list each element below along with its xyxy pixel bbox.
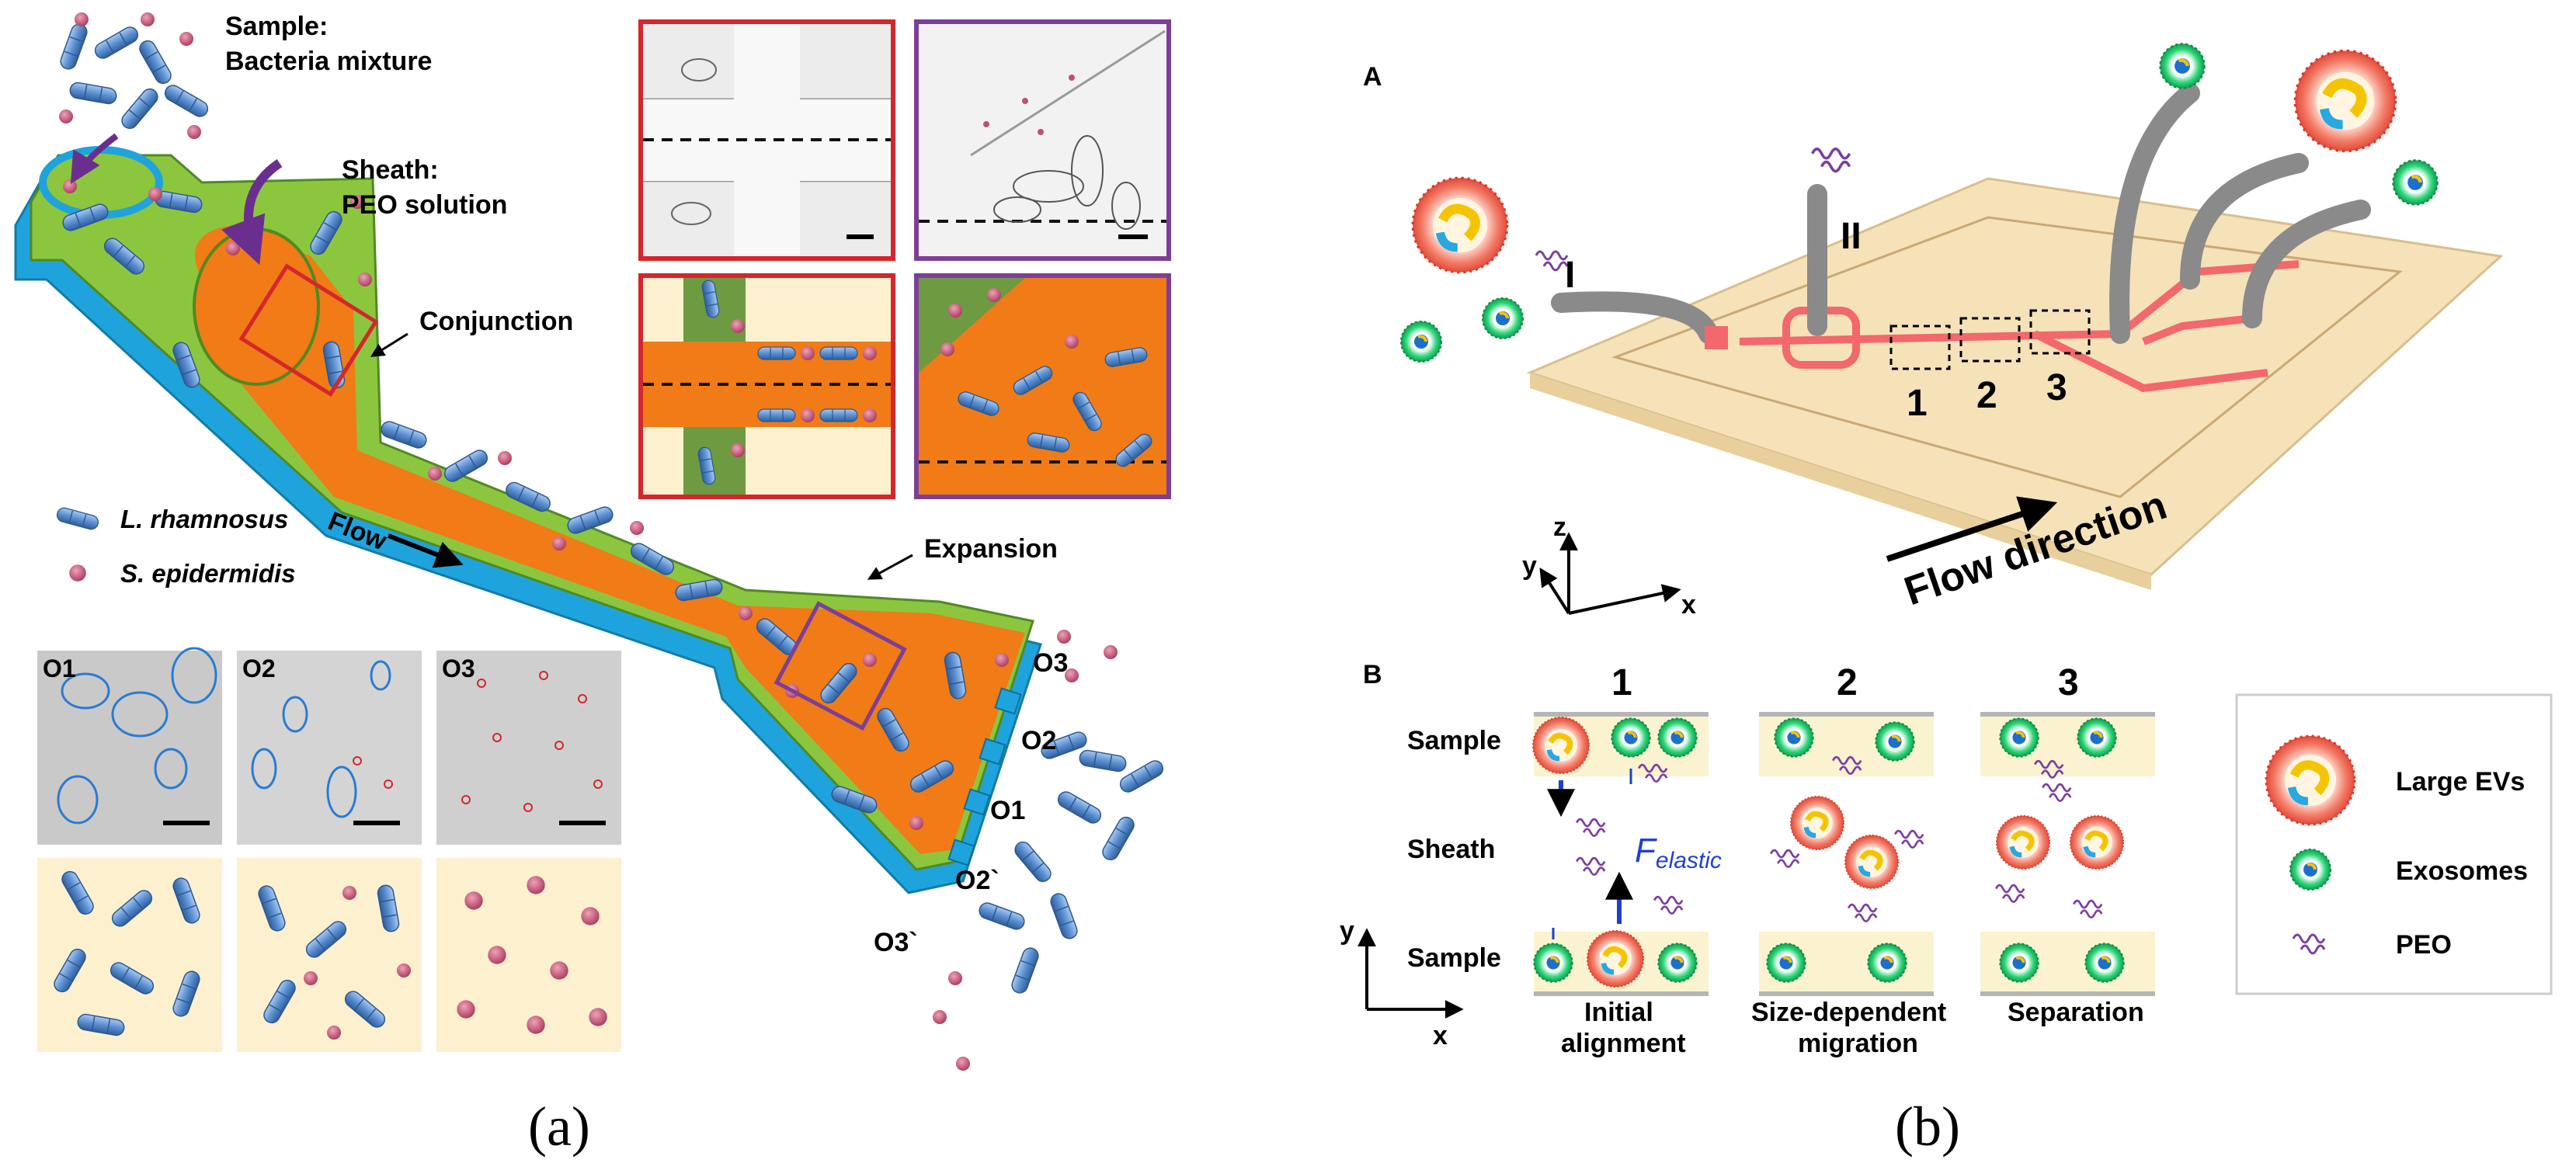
stage-3 <box>1980 712 2155 996</box>
exosome-icon <box>2289 848 2332 891</box>
schematic-o3 <box>436 858 621 1052</box>
exosome-inlet-2 <box>1399 320 1443 363</box>
chip-inner-frame <box>1611 216 2403 498</box>
stage-title-3: 3 <box>2058 662 2079 703</box>
peo-inlet-1 <box>1535 250 1569 272</box>
micrograph-o2 <box>237 651 422 845</box>
expansion-schematic <box>914 273 1171 499</box>
coccus-bacterium-icon <box>69 564 86 582</box>
outlet-ports <box>947 687 1022 866</box>
stage-caption-2a: Size-dependent <box>1751 998 1946 1027</box>
caption-a: (a) <box>528 1095 590 1158</box>
outlet-label-o3: O3 <box>1033 648 1068 678</box>
legend-label-peo: PEO <box>2396 930 2452 960</box>
flow-direction-arrow <box>1886 496 2058 562</box>
panel-b: A 1 2 3 <box>1340 43 2553 1158</box>
chip-edge <box>1530 373 2151 590</box>
legend-a: L. rhamnosus S. epidermidis <box>54 505 296 588</box>
conjunction-pointer <box>370 332 408 357</box>
force-label: Felastic <box>1635 831 1722 873</box>
sample-title: Sample: <box>225 12 328 41</box>
sheath-subtitle: PEO solution <box>342 190 507 220</box>
expansion-micrograph <box>914 19 1171 261</box>
micrograph-o1 <box>37 647 222 845</box>
region-label-3: 3 <box>2046 367 2067 408</box>
sheath-title: Sheath: <box>342 155 439 185</box>
outlet-label-o1: O1 <box>990 796 1025 825</box>
region-label-1: 1 <box>1907 383 1928 424</box>
expansion-label: Expansion <box>924 534 1058 564</box>
legend-label-rhamnosus: L. rhamnosus <box>120 505 288 533</box>
force-subscript: elastic <box>1656 848 1722 873</box>
schematic-o2 <box>237 858 422 1052</box>
conjunction-micrograph <box>638 19 895 261</box>
stage-1 <box>1533 712 1709 996</box>
sheath-flow <box>195 225 1025 854</box>
schematic-o1 <box>37 858 222 1052</box>
caption-b: (b) <box>1895 1095 1960 1158</box>
micrograph-label-o3: O3 <box>442 654 475 682</box>
legend-label-large-evs: Large EVs <box>2396 767 2525 797</box>
label-b: B <box>1363 660 1382 689</box>
row-label-sheath: Sheath <box>1407 835 1495 864</box>
micrograph-label-o2: O2 <box>242 654 276 682</box>
region-label-2: 2 <box>1976 375 1997 416</box>
outlet-label-o3b: O3` <box>874 928 918 957</box>
legend-b: Large EVs Exosomes PEO <box>2235 693 2553 995</box>
axis3d-z: z <box>1553 512 1566 542</box>
panel-a: Sample: Bacteria mixture Sheath: PEO sol… <box>14 12 1171 1158</box>
exosome-inlet-1 <box>1481 297 1524 340</box>
expansion-pointer <box>867 554 913 580</box>
micrograph-label-o1: O1 <box>43 654 76 682</box>
axis3d-x: x <box>1681 590 1696 620</box>
legend-label-epidermidis: S. epidermidis <box>120 559 296 588</box>
large-ev-outlet <box>2295 50 2395 151</box>
inlet-port-1 <box>1705 326 1728 349</box>
stage-title-2: 2 <box>1837 662 1858 703</box>
axis3d-y: y <box>1522 551 1537 581</box>
conjunction-label: Conjunction <box>419 307 573 336</box>
stage-caption-2b: migration <box>1798 1029 1918 1058</box>
sample-arrow <box>70 133 119 184</box>
large-ev-inlet <box>1413 178 1507 273</box>
legend-label-exosomes: Exosomes <box>2396 856 2528 886</box>
row-label-sample-top: Sample <box>1407 726 1501 755</box>
inlet-label-1: I <box>1565 255 1575 296</box>
stage-2 <box>1759 712 1934 996</box>
inlet-label-2: II <box>1841 216 1862 257</box>
region-boxes <box>1889 309 2091 370</box>
stage-caption-3: Separation <box>2008 998 2144 1027</box>
axis2d-x: x <box>1433 1021 1448 1050</box>
sample-subtitle: Bacteria mixture <box>225 47 432 76</box>
sheath-arrow <box>221 159 283 266</box>
axis2d-y: y <box>1340 916 1354 946</box>
exosome-outlet-1 <box>2160 43 2204 88</box>
row-label-sample-bottom: Sample <box>1407 943 1501 973</box>
label-a: A <box>1363 62 1382 92</box>
rod-bacterium-icon <box>54 505 101 532</box>
stage-title-1: 1 <box>1611 662 1632 703</box>
peo-inlet-2 <box>1810 148 1851 173</box>
tubing <box>1551 83 2371 344</box>
exosome-outlet-2 <box>2393 160 2437 204</box>
flow-arrow <box>387 533 464 568</box>
outlet-label-o2b: O2` <box>955 866 999 895</box>
conjunction-box <box>238 263 379 398</box>
axes-3d <box>1539 532 1681 615</box>
micrograph-o3 <box>436 651 621 845</box>
sample-cluster <box>57 12 211 139</box>
stage-caption-1b: alignment <box>1561 1029 1686 1058</box>
large-ev-icon <box>2266 736 2355 825</box>
conjunction-schematic <box>638 273 895 499</box>
stage-caption-1a: Initial <box>1584 998 1653 1027</box>
axes-2d <box>1358 928 1464 1019</box>
outlet-label-o2: O2 <box>1021 726 1056 755</box>
expansion-box <box>773 601 907 731</box>
